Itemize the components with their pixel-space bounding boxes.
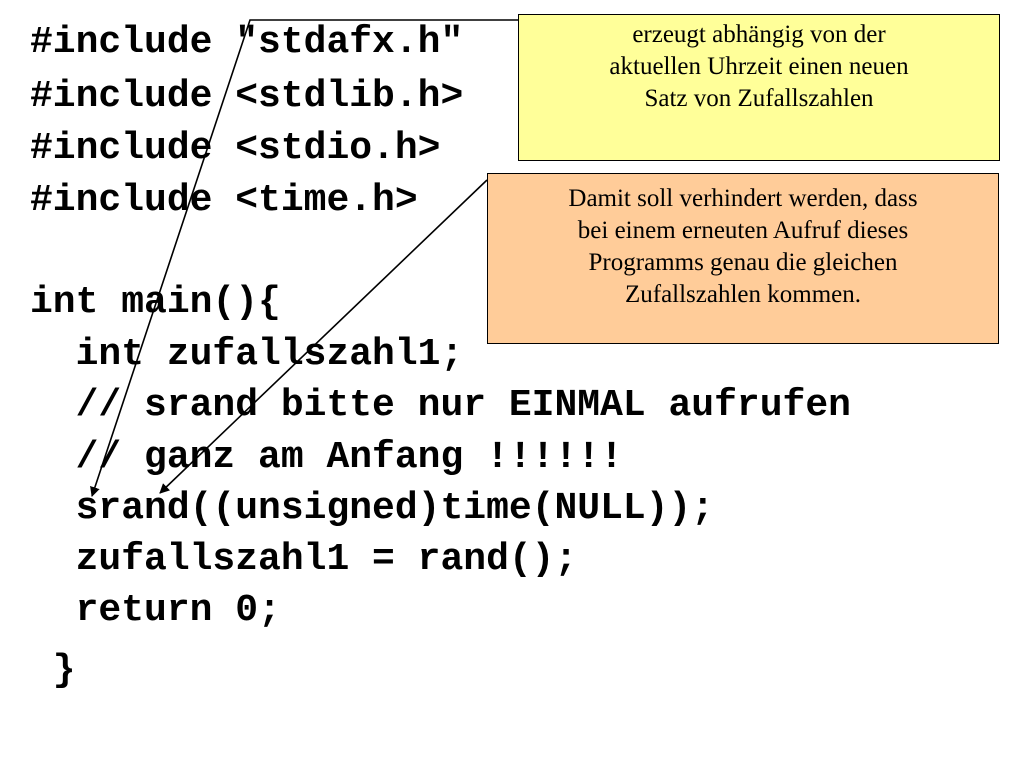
note-time-seed-line-3: Satz von Zufallszahlen (644, 85, 874, 112)
code-line-return: return 0; (30, 589, 281, 632)
note-prevent-repeat-line-2: bei einem erneuten Aufruf dieses (577, 217, 909, 244)
code-line-include-time: #include <time.h> (30, 179, 418, 222)
code-line-declaration: int zufallszahl1; (30, 333, 464, 376)
code-line-include-stdio: #include <stdio.h> (30, 127, 441, 170)
code-line-rand: zufallszahl1 = rand(); (30, 538, 578, 581)
code-line-include-stdafx: #include "stdafx.h" (30, 21, 464, 64)
note-prevent-repeat-line-1: Damit soll verhindert werden, dass (568, 185, 918, 212)
code-line-srand: srand((unsigned)time(NULL)); (30, 487, 715, 530)
note-time-seed-line-1: erzeugt abhängig von der (632, 21, 886, 48)
note-prevent-repeat-line-4: Zufallszahlen kommen. (624, 281, 862, 308)
code-line-closing-brace: } (30, 649, 76, 692)
note-prevent-repeat-line-3: Programms genau die gleichen (588, 249, 898, 276)
code-line-comment-1: // srand bitte nur EINMAL aufrufen (30, 384, 851, 427)
code-line-include-stdlib: #include <stdlib.h> (30, 75, 464, 118)
code-line-main: int main(){ (30, 281, 281, 324)
note-prevent-repeat: Damit soll verhindert werden, dass bei e… (487, 173, 999, 344)
code-line-comment-2: // ganz am Anfang !!!!!! (30, 436, 623, 479)
note-time-seed: erzeugt abhängig von der aktuellen Uhrze… (518, 14, 1000, 161)
note-time-seed-line-2: aktuellen Uhrzeit einen neuen (609, 53, 909, 80)
